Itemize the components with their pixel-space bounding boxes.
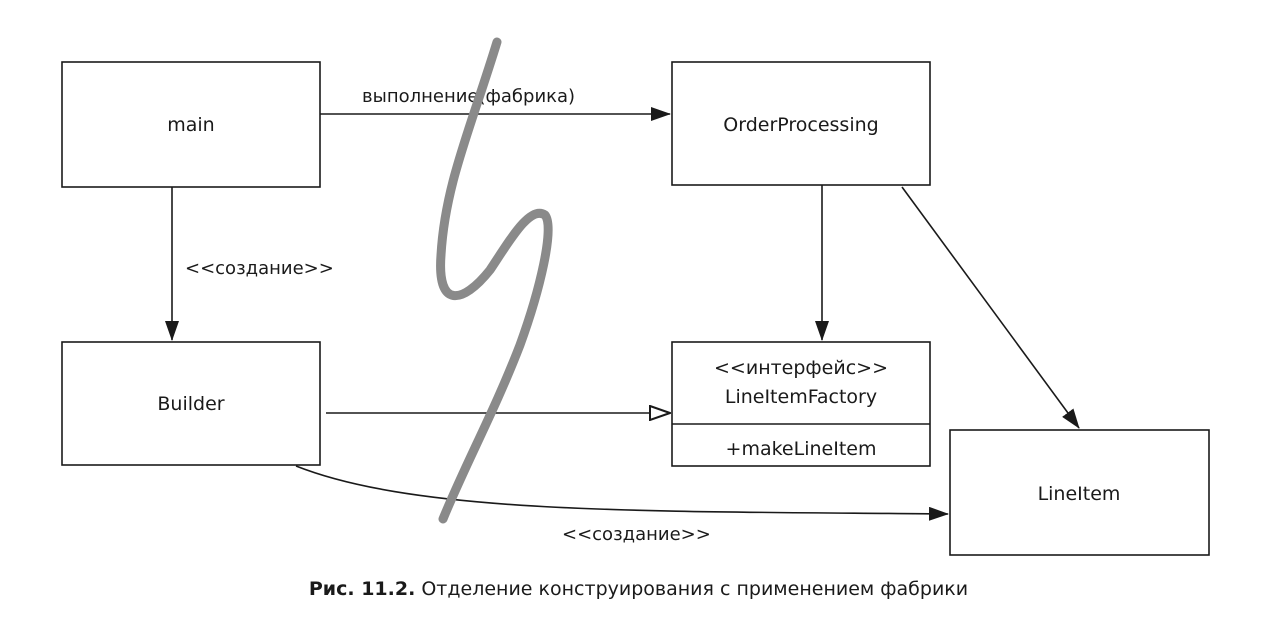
line-item-node-label: LineItem <box>1038 483 1121 505</box>
line-item-factory-name: LineItemFactory <box>725 386 877 408</box>
builder-node-label: Builder <box>157 393 224 415</box>
edge-main-to-builder-label: <<создание>> <box>185 258 334 279</box>
figure-caption: Рис. 11.2. Отделение конструирования с п… <box>0 578 1277 600</box>
figure-caption-label: Рис. 11.2. <box>308 578 416 600</box>
line-item-factory-node <box>671 341 931 467</box>
order-processing-node-label: OrderProcessing <box>723 114 878 136</box>
edge-builder-to-line-item <box>295 465 949 521</box>
builder-node <box>61 341 321 466</box>
edge-order-processing-to-line-item <box>901 186 1080 429</box>
order-processing-node <box>671 61 931 186</box>
edge-builder-to-line-item-label: <<создание>> <box>562 524 711 545</box>
figure-caption-text: Отделение конструирования с применением … <box>415 578 969 600</box>
line-item-node <box>949 429 1210 556</box>
line-item-factory-method: +makeLineItem <box>726 438 877 460</box>
separation-divider <box>436 37 553 524</box>
edge-main-to-order-processing-label: выполнение(фабрика) <box>362 86 575 107</box>
main-node <box>61 61 321 188</box>
main-node-label: main <box>167 114 214 136</box>
class-diagram: main OrderProcessing Builder <<интерфейс… <box>61 37 1210 556</box>
line-item-factory-stereotype: <<интерфейс>> <box>714 357 888 379</box>
